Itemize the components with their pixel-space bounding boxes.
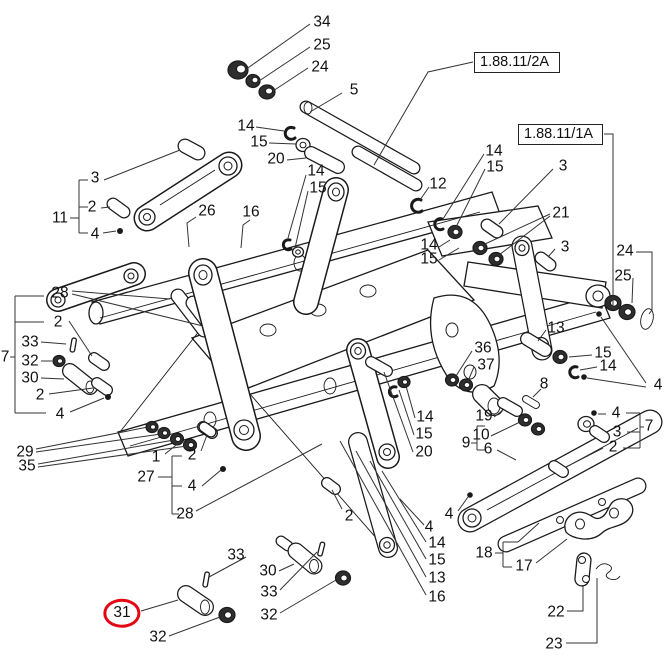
part-callout-15[interactable]: 15 — [415, 425, 433, 443]
part-callout-12[interactable]: 12 — [429, 175, 447, 193]
part-callout-13[interactable]: 13 — [428, 569, 446, 587]
part-callout-2[interactable]: 2 — [35, 386, 45, 404]
part-callout-23[interactable]: 23 — [545, 635, 563, 653]
small-parts — [52, 60, 654, 624]
part-callout-14[interactable]: 14 — [420, 236, 438, 254]
part-callout-27[interactable]: 27 — [137, 468, 155, 486]
part-callout-31-highlighted[interactable]: 31 — [103, 598, 141, 628]
ref-1-88-11-2a[interactable]: 1.88.11/2A — [474, 52, 560, 73]
part-callout-4[interactable]: 4 — [187, 477, 197, 495]
part-callout-2[interactable]: 2 — [87, 198, 97, 216]
part-callout-9[interactable]: 9 — [461, 434, 471, 452]
part-callout-2[interactable]: 2 — [187, 446, 197, 464]
part-callout-26[interactable]: 26 — [198, 202, 216, 220]
part-callout-1[interactable]: 1 — [151, 448, 161, 466]
part-callout-20[interactable]: 20 — [415, 443, 433, 461]
part-callout-4[interactable]: 4 — [90, 225, 100, 243]
part-callout-3[interactable]: 3 — [90, 169, 100, 187]
part-callout-3[interactable]: 3 — [558, 157, 568, 175]
part-callout-2[interactable]: 2 — [53, 313, 63, 331]
part-callout-4[interactable]: 4 — [424, 518, 434, 536]
part-callout-4[interactable]: 4 — [653, 376, 663, 394]
part-callout-32[interactable]: 32 — [149, 628, 167, 646]
part-callout-21[interactable]: 21 — [552, 204, 570, 222]
part-callout-18[interactable]: 18 — [475, 544, 493, 562]
part-callout-15[interactable]: 15 — [486, 158, 504, 176]
part-callout-37[interactable]: 37 — [477, 356, 495, 374]
part-callout-33[interactable]: 33 — [21, 333, 39, 351]
part-callout-13[interactable]: 13 — [547, 319, 565, 337]
part-callout-28[interactable]: 28 — [51, 284, 69, 302]
part-callout-16[interactable]: 16 — [242, 203, 260, 221]
part-callout-33[interactable]: 33 — [227, 546, 245, 564]
part-callout-29[interactable]: 29 — [16, 443, 34, 461]
part-callout-7[interactable]: 7 — [0, 348, 10, 366]
part-callout-35[interactable]: 35 — [18, 457, 36, 475]
part-callout-16[interactable]: 16 — [428, 588, 446, 606]
shafts — [299, 100, 423, 192]
part-callout-8[interactable]: 8 — [539, 375, 549, 393]
part-callout-14[interactable]: 14 — [599, 357, 617, 375]
part-callout-14[interactable]: 14 — [416, 408, 434, 426]
part-callout-32[interactable]: 32 — [21, 352, 39, 370]
part-callout-2[interactable]: 2 — [608, 438, 618, 456]
part-callout-14[interactable]: 14 — [485, 142, 503, 160]
part-callout-19[interactable]: 19 — [475, 407, 493, 425]
part-callout-11[interactable]: 11 — [51, 209, 69, 227]
part-callout-28[interactable]: 28 — [176, 505, 194, 523]
part-callout-24[interactable]: 24 — [311, 58, 329, 76]
part-callout-14[interactable]: 14 — [428, 534, 446, 552]
part-callout-2[interactable]: 2 — [344, 507, 354, 525]
part-callout-25[interactable]: 25 — [313, 36, 331, 54]
part-callout-14[interactable]: 14 — [237, 117, 255, 135]
part-callout-34[interactable]: 34 — [313, 13, 331, 31]
part-callout-32[interactable]: 32 — [260, 606, 278, 624]
part-callout-5[interactable]: 5 — [349, 81, 359, 99]
part-callout-10[interactable]: 10 — [472, 426, 490, 444]
part-callout-30[interactable]: 30 — [21, 369, 39, 387]
part-callout-24[interactable]: 24 — [616, 242, 634, 260]
part-callout-30[interactable]: 30 — [259, 562, 277, 580]
ref-1-88-11-1a[interactable]: 1.88.11/1A — [518, 124, 603, 145]
part-callout-4[interactable]: 4 — [444, 505, 454, 523]
part-callout-22[interactable]: 22 — [547, 603, 565, 621]
part-callout-17[interactable]: 17 — [515, 557, 533, 575]
part-callout-3[interactable]: 3 — [612, 423, 622, 441]
part-callout-36[interactable]: 36 — [474, 339, 492, 357]
part-callout-14[interactable]: 14 — [307, 162, 325, 180]
part-callout-15[interactable]: 15 — [309, 179, 327, 197]
part-callout-4[interactable]: 4 — [55, 405, 65, 423]
leader-lines — [10, 23, 653, 644]
part-callout-4[interactable]: 4 — [611, 404, 621, 422]
part-callout-25[interactable]: 25 — [614, 267, 632, 285]
part-callout-20[interactable]: 20 — [267, 150, 285, 168]
part-callout-15[interactable]: 15 — [250, 133, 268, 151]
part-callout-7[interactable]: 7 — [644, 417, 654, 435]
part-callout-15[interactable]: 15 — [420, 250, 438, 268]
part-callout-15[interactable]: 15 — [594, 344, 612, 362]
part-callout-3[interactable]: 3 — [560, 238, 570, 256]
part-callout-6[interactable]: 6 — [483, 440, 493, 458]
part-callout-33[interactable]: 33 — [260, 583, 278, 601]
part-callout-15[interactable]: 15 — [428, 551, 446, 569]
arm-11 — [133, 151, 243, 232]
